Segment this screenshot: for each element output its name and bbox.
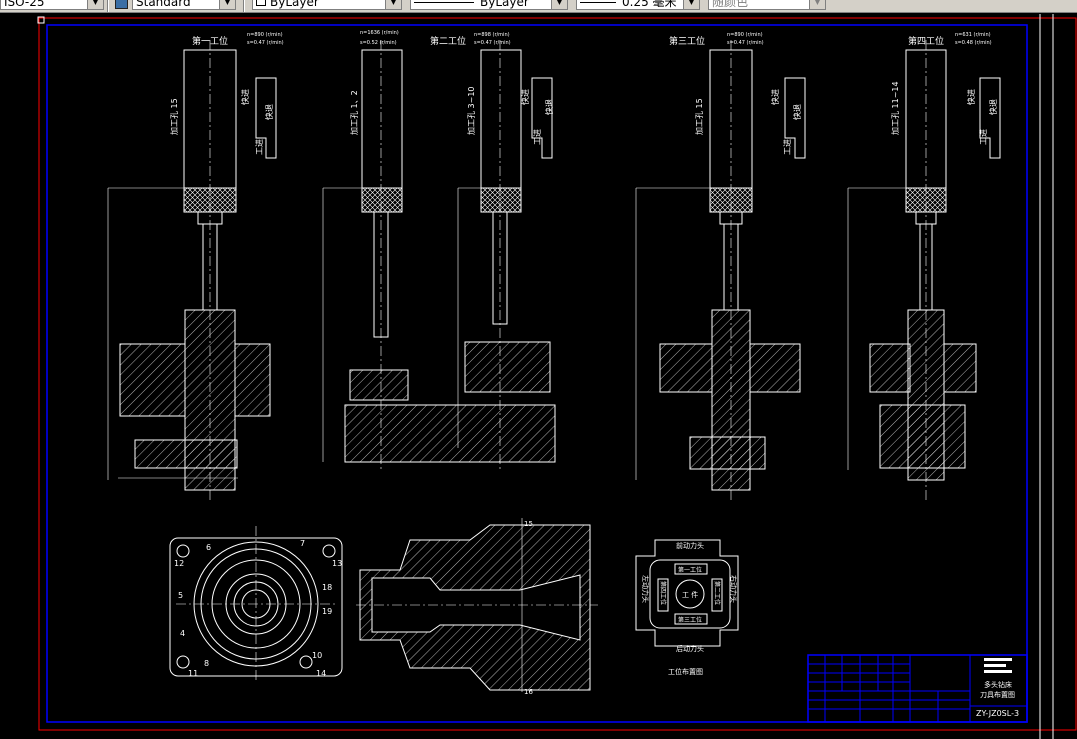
layout-rear: 后动力头 bbox=[676, 644, 704, 653]
flange-number: 4 bbox=[180, 629, 185, 638]
chevron-down-icon[interactable]: ▼ bbox=[87, 0, 103, 9]
layout-station-4: 第四工位 bbox=[659, 581, 667, 605]
station-2-hole: 加工孔 1、2 bbox=[349, 90, 359, 135]
chevron-down-icon[interactable]: ▼ bbox=[809, 0, 825, 9]
station-1-feed: s=0.47 (r/min) bbox=[247, 40, 284, 46]
title-block-name1: 多头钻床 bbox=[984, 680, 1012, 689]
dim-style-value: ISO-25 bbox=[4, 0, 45, 9]
station-3-feed: s=0.47 (r/min) bbox=[727, 40, 764, 46]
layer-combo[interactable]: ByLayer ▼ bbox=[252, 0, 402, 10]
station-1-speed: n=890 (r/min) bbox=[247, 32, 283, 38]
plot-style-combo[interactable]: 随颜色 ▼ bbox=[708, 0, 826, 10]
station-4-title: 第四工位 bbox=[908, 35, 944, 47]
sheet-border bbox=[37, 14, 1077, 739]
station-1-legend-b: 快退 bbox=[264, 104, 274, 120]
layout-right: 右动力头 bbox=[729, 575, 738, 603]
drawing-canvas[interactable]: 第一工位 n=890 (r/min) s=0.47 (r/min) 加工孔 15… bbox=[0, 13, 1077, 739]
station-4-legend-b: 快退 bbox=[988, 99, 998, 115]
station-1-hole: 加工孔 15 bbox=[169, 98, 179, 135]
layout-station-1: 第一工位 bbox=[678, 566, 702, 574]
section-label: 15 bbox=[524, 520, 533, 528]
station-4-legend-a: 快进 bbox=[966, 89, 976, 105]
station-4-hole: 加工孔 11~14 bbox=[890, 81, 900, 135]
flange-hole-numbers: 6 7 12 13 5 18 4 19 8 10 11 14 bbox=[174, 539, 342, 678]
station-3-legend-b: 快退 bbox=[792, 104, 802, 120]
station-3-legend-a: 快进 bbox=[770, 89, 780, 105]
layout-front: 前动力头 bbox=[676, 541, 704, 550]
flange-number: 18 bbox=[322, 583, 332, 592]
lineweight-combo[interactable]: 0.25 毫米 ▼ bbox=[576, 0, 700, 10]
color-swatch-icon bbox=[256, 0, 266, 6]
station-1-legend-c: 工进 bbox=[255, 139, 264, 155]
chevron-down-icon[interactable]: ▼ bbox=[385, 0, 401, 9]
flange-front-view bbox=[169, 526, 343, 682]
station-1-legend-a: 快进 bbox=[240, 89, 250, 105]
text-style-icon[interactable] bbox=[115, 0, 128, 9]
flange-number: 6 bbox=[206, 543, 211, 552]
chevron-down-icon[interactable]: ▼ bbox=[219, 0, 235, 9]
station-4-speed: n=631 (r/min) bbox=[955, 32, 991, 38]
flange-number: 7 bbox=[300, 539, 305, 548]
layout-caption: 工位布置图 bbox=[668, 667, 703, 676]
station-2-legend-c: 工进 bbox=[533, 129, 542, 145]
station-4-feed: s=0.48 (r/min) bbox=[955, 40, 992, 46]
plot-style-value: 随颜色 bbox=[712, 0, 749, 9]
station-4-tool bbox=[847, 40, 1001, 500]
flange-number: 8 bbox=[204, 659, 209, 668]
station-2-legend-a: 快进 bbox=[520, 89, 530, 105]
line-sample-icon bbox=[580, 2, 616, 3]
flange-number: 13 bbox=[332, 559, 342, 568]
layer-value: ByLayer bbox=[270, 0, 319, 9]
linetype-combo[interactable]: ByLayer ▼ bbox=[410, 0, 568, 10]
flange-number: 14 bbox=[316, 669, 326, 678]
lineweight-value: 0.25 毫米 bbox=[622, 0, 677, 9]
chevron-down-icon[interactable]: ▼ bbox=[683, 0, 699, 9]
layout-center: 工 件 bbox=[682, 590, 698, 599]
station-layout-diagram bbox=[635, 539, 739, 647]
layout-left: 左动力头 bbox=[641, 575, 650, 603]
flange-number: 12 bbox=[174, 559, 184, 568]
linetype-value: ByLayer bbox=[480, 0, 529, 9]
dim-style-combo[interactable]: ISO-25 ▼ bbox=[0, 0, 104, 10]
station-2-speed: n=1636 (r/min) bbox=[360, 30, 399, 36]
title-block-logo bbox=[984, 658, 1012, 673]
flange-number: 10 bbox=[312, 651, 322, 660]
text-style-combo[interactable]: Standard ▼ bbox=[132, 0, 236, 10]
housing-section-view bbox=[356, 518, 598, 692]
chevron-down-icon[interactable]: ▼ bbox=[551, 0, 567, 9]
layout-station-3: 第三工位 bbox=[678, 616, 702, 624]
title-block-code: ZY-JZ0SL-3 bbox=[976, 709, 1019, 718]
station-1-tool bbox=[107, 40, 277, 500]
station-2-feed2: s=0.47 (r/min) bbox=[474, 40, 511, 46]
station-3-title: 第三工位 bbox=[669, 35, 705, 47]
toolbar-separator bbox=[107, 0, 109, 12]
flange-number: 19 bbox=[322, 607, 332, 616]
station-2-legend-b: 快退 bbox=[544, 99, 554, 115]
layout-station-2: 第二工位 bbox=[713, 581, 721, 605]
toolbar-separator bbox=[243, 0, 245, 12]
station-2-feed: s=0.52 (r/min) bbox=[360, 40, 397, 46]
station-2-hole2: 加工孔 3~10 bbox=[466, 86, 476, 135]
text-style-value: Standard bbox=[136, 0, 191, 9]
station-2-speed2: n=898 (r/min) bbox=[474, 32, 510, 38]
properties-toolbar: ISO-25 ▼ Standard ▼ ByLayer ▼ ByLayer ▼ 0.25… bbox=[0, 0, 1077, 13]
flange-number: 5 bbox=[178, 591, 183, 600]
section-label: 16 bbox=[524, 688, 533, 696]
station-1-title: 第一工位 bbox=[192, 35, 228, 47]
line-sample-icon bbox=[414, 2, 474, 3]
station-3-hole: 加工孔 15 bbox=[694, 98, 704, 135]
station-3-tool bbox=[635, 40, 806, 500]
station-2-title: 第二工位 bbox=[430, 35, 466, 47]
station-3-speed: n=890 (r/min) bbox=[727, 32, 763, 38]
station-2-tool bbox=[322, 40, 556, 470]
station-4-legend-c: 工进 bbox=[979, 129, 988, 145]
flange-number: 11 bbox=[188, 669, 198, 678]
title-block bbox=[807, 654, 1028, 723]
station-3-legend-c: 工进 bbox=[783, 139, 792, 155]
title-block-name2: 刀具布置图 bbox=[980, 690, 1015, 699]
